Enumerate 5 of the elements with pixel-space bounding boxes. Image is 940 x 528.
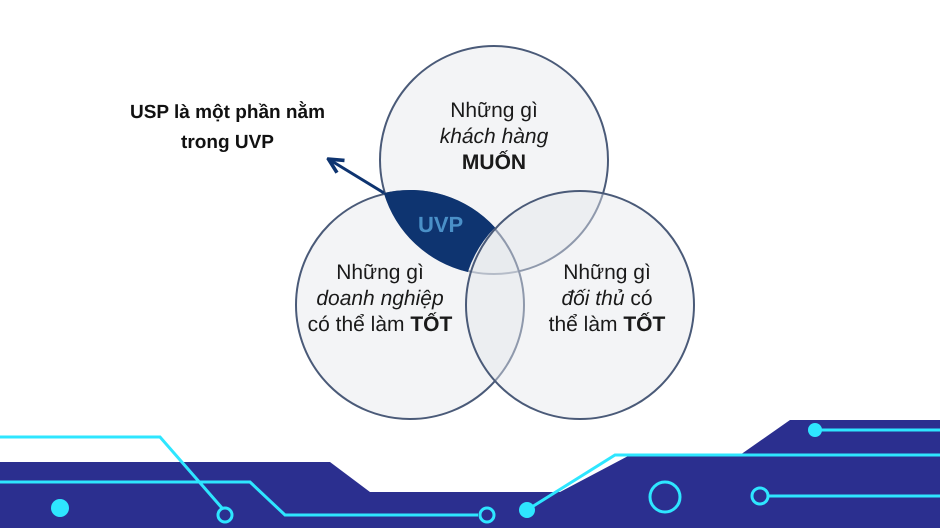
circle-text: Những gì doanh nghiệp có thể làm TỐT xyxy=(306,260,454,338)
circle-text: Những gì khách hàng MUỐN xyxy=(438,98,550,176)
callout-text: USP là một phần nằm trong UVP xyxy=(125,98,330,158)
region-label: UVP xyxy=(418,212,464,238)
circle-text: Những gì đối thủ có thể làm TỐT xyxy=(548,260,666,338)
